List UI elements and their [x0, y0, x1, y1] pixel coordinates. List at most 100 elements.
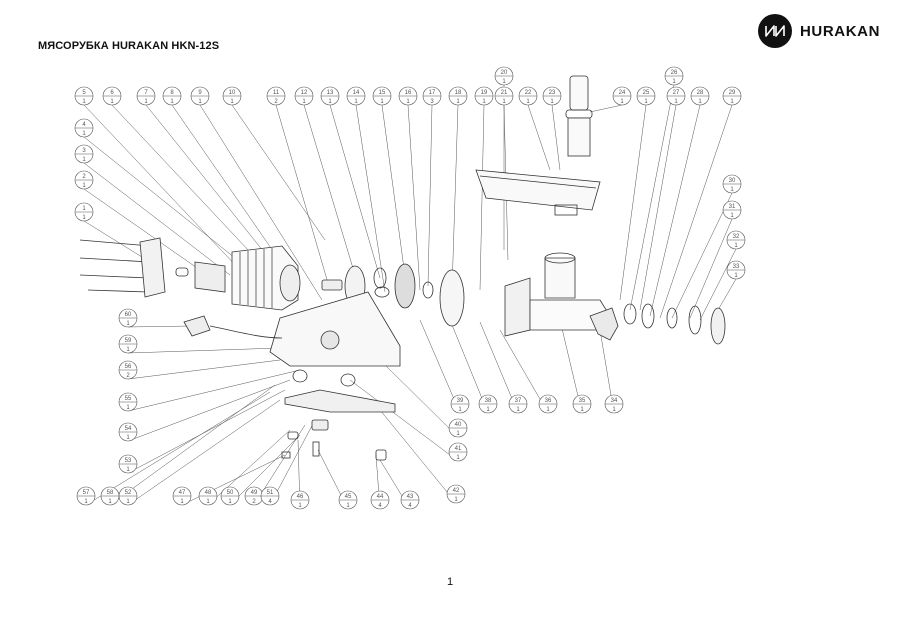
callout-part-number: 39: [457, 398, 464, 404]
callout-quantity: 1: [730, 99, 734, 105]
callout-part-number: 53: [125, 458, 132, 464]
callout-quantity: 1: [526, 99, 530, 105]
callout-quantity: 2: [274, 99, 278, 105]
callout-leader-52: [127, 399, 281, 506]
callout-quantity: 1: [126, 321, 130, 327]
callout-52: 52 1: [118, 486, 138, 506]
brand-logo: HURAKAN: [757, 14, 880, 48]
callout-leader-25: [619, 104, 647, 301]
parts-drawing: [79, 75, 726, 461]
callout-part-number: 54: [125, 426, 132, 432]
callout-part-number: 9: [198, 90, 202, 96]
callout-leader-17: [427, 104, 433, 287]
callout-45: 451: [338, 490, 358, 510]
callout-quantity: 2: [126, 373, 130, 379]
callout-leader-4: [83, 136, 251, 271]
callout-part-number: 60: [125, 312, 132, 318]
callout-quantity: 1: [328, 99, 332, 105]
callout-part-number: 3: [82, 148, 86, 154]
callout-quantity: 4: [408, 503, 412, 509]
callout-quantity: 1: [126, 435, 130, 441]
callout-38: 381: [478, 394, 498, 414]
callout-part-number: 33: [733, 264, 740, 270]
callout-part-number: 34: [611, 398, 618, 404]
callout-quantity: 1: [580, 407, 584, 413]
callout-55: 551: [118, 392, 138, 412]
callout-quantity: 1: [84, 499, 88, 505]
callout-8: 81: [162, 86, 182, 106]
callout-part-number: 6: [110, 90, 114, 96]
callout-leader-18: [451, 104, 459, 291]
callout-part-number: 40: [455, 422, 462, 428]
callout-leader-55: [127, 369, 301, 412]
callout-15: 151: [372, 86, 392, 106]
callout-leader-59: [127, 347, 281, 354]
callout-50: 501: [220, 486, 240, 506]
callout-24: 241: [612, 86, 632, 106]
callout-part-number: 59: [125, 338, 132, 344]
callout-leader-40: [379, 359, 459, 438]
callout-leader-50: [229, 434, 301, 506]
callout-part-number: 26: [671, 70, 678, 76]
callout-quantity: 1: [126, 499, 130, 505]
callout-11: 112: [266, 86, 286, 106]
callout-26: 261: [664, 66, 684, 86]
callout-part-number: 8: [170, 90, 174, 96]
callout-quantity: 1: [380, 99, 384, 105]
callout-quantity: 1: [180, 499, 184, 505]
callout-part-number: 22: [525, 90, 532, 96]
callout-quantity: 1: [346, 503, 350, 509]
callout-5: 51: [74, 86, 94, 106]
small-fasteners: [281, 419, 387, 461]
callout-58: 581: [100, 486, 120, 506]
callout-60: 60 1: [118, 308, 138, 328]
callout-part-number: 52: [125, 490, 132, 496]
hopper-tray: [475, 169, 601, 216]
callout-leader-42: [379, 409, 457, 504]
callout-part-number: 56: [125, 364, 132, 370]
callout-59: 59 1: [118, 334, 138, 354]
callout-leader-19: [479, 104, 485, 291]
callout-leader-30: [671, 192, 733, 319]
callout-leader-15: [381, 104, 406, 277]
callout-quantity: 1: [108, 499, 112, 505]
callout-quantity: 1: [454, 497, 458, 503]
callout-quantity: 1: [230, 99, 234, 105]
callout-3: 31: [74, 144, 94, 164]
callout-leader-33: [717, 278, 737, 311]
callout-part-number: 51: [267, 490, 274, 496]
callout-42: 421: [446, 484, 466, 504]
callout-part-number: 19: [481, 90, 488, 96]
callout-quantity: 1: [734, 273, 738, 279]
pusher: [565, 75, 593, 157]
callout-quantity: 1: [516, 407, 520, 413]
callout-quantity: 2: [252, 499, 256, 505]
callout-part-number: 55: [125, 396, 132, 402]
callout-10: 10 1: [222, 86, 242, 106]
callout-quantity: 1: [550, 99, 554, 105]
callout-part-number: 47: [179, 490, 186, 496]
callout-leader-26: [629, 84, 675, 311]
callout-part-number: 36: [545, 398, 552, 404]
callout-35: 351: [572, 394, 592, 414]
callout-quantity: 1: [502, 79, 506, 85]
callout-quantity: 1: [644, 99, 648, 105]
callout-30: 301: [722, 174, 742, 194]
callout-part-number: 48: [205, 490, 212, 496]
callout-quantity: 1: [82, 157, 86, 163]
callout-leader-54: [127, 379, 291, 442]
callout-part-number: 49: [251, 490, 258, 496]
callout-part-number: 10: [229, 90, 236, 96]
callout-1: 11: [74, 202, 94, 222]
callout-54: 54 1: [118, 422, 138, 442]
callout-leader-60: [127, 325, 191, 328]
callout-57: 571: [76, 486, 96, 506]
callout-12: 121: [294, 86, 314, 106]
callout-quantity: 1: [126, 347, 130, 353]
callout-32: 321: [726, 230, 746, 250]
callout-part-number: 18: [455, 90, 462, 96]
callout-34: 341: [604, 394, 624, 414]
callout-quantity: 1: [302, 99, 306, 105]
callout-part-number: 41: [455, 446, 462, 452]
